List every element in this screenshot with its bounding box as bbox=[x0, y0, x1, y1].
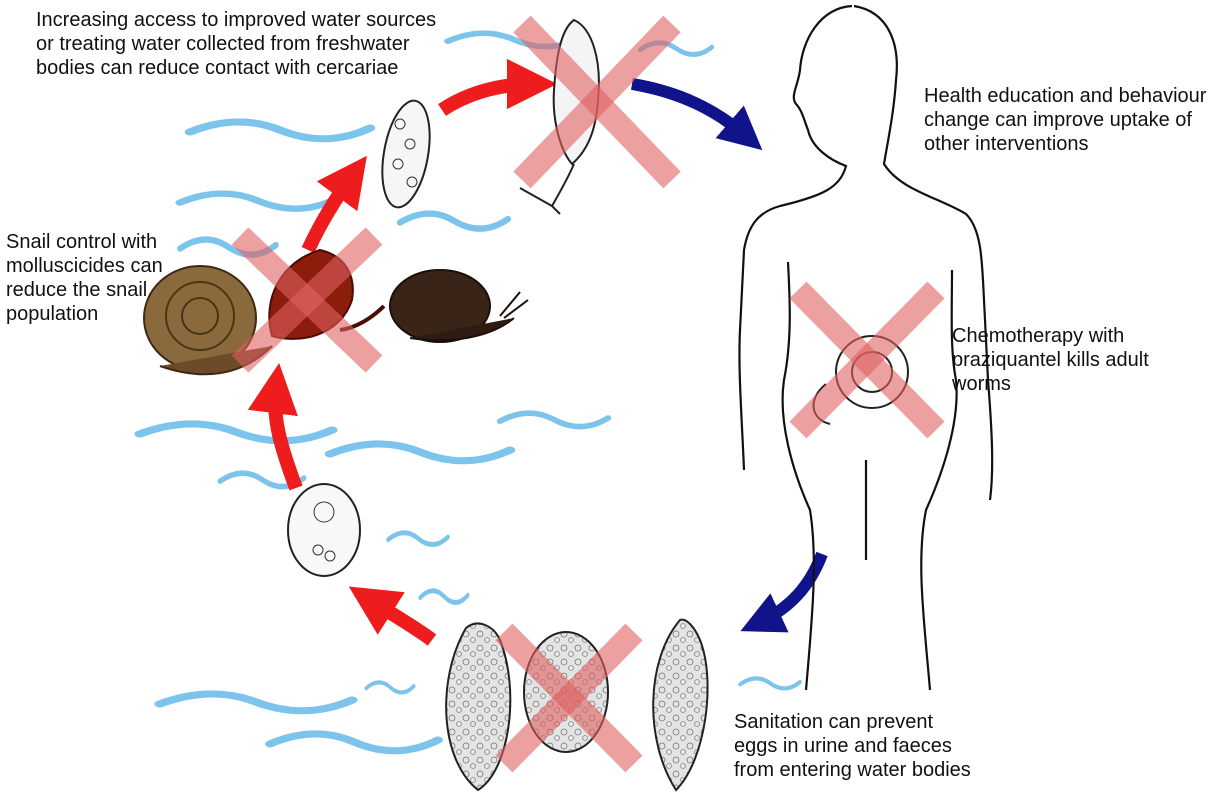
snail-control-label: Snail control with molluscicides can red… bbox=[6, 230, 206, 326]
egg-icon bbox=[653, 620, 707, 790]
egg-icon bbox=[446, 624, 510, 790]
cross-icon bbox=[522, 24, 672, 180]
red-arrow bbox=[370, 600, 432, 640]
red-arrow bbox=[442, 84, 532, 110]
water-wave-icon bbox=[366, 682, 414, 692]
water-wave-icon bbox=[330, 444, 510, 461]
cross-icon bbox=[798, 290, 936, 430]
water-wave-icon bbox=[400, 214, 508, 229]
water-wave-icon bbox=[190, 122, 370, 139]
miracidium-icon bbox=[288, 484, 360, 576]
water-wave-icon bbox=[420, 591, 468, 603]
water-access-label: Increasing access to improved water sour… bbox=[36, 8, 476, 80]
health-education-label: Health education and behaviour change ca… bbox=[924, 84, 1224, 156]
water-wave-icon bbox=[270, 734, 438, 751]
water-wave-icon bbox=[740, 678, 800, 688]
red-arrow bbox=[308, 176, 352, 250]
blue-arrow bbox=[632, 84, 746, 136]
water-wave-icon bbox=[500, 413, 608, 426]
water-wave-icon bbox=[180, 194, 336, 209]
water-wave-icon bbox=[160, 694, 352, 711]
sanitation-label: Sanitation can prevent eggs in urine and… bbox=[734, 710, 1034, 782]
water-wave-icon bbox=[140, 424, 332, 441]
sporocyst-icon bbox=[375, 97, 437, 211]
water-wave-icon bbox=[388, 533, 448, 545]
snail-icon bbox=[390, 270, 528, 342]
chemotherapy-label: Chemotherapy with praziquantel kills adu… bbox=[952, 324, 1222, 396]
